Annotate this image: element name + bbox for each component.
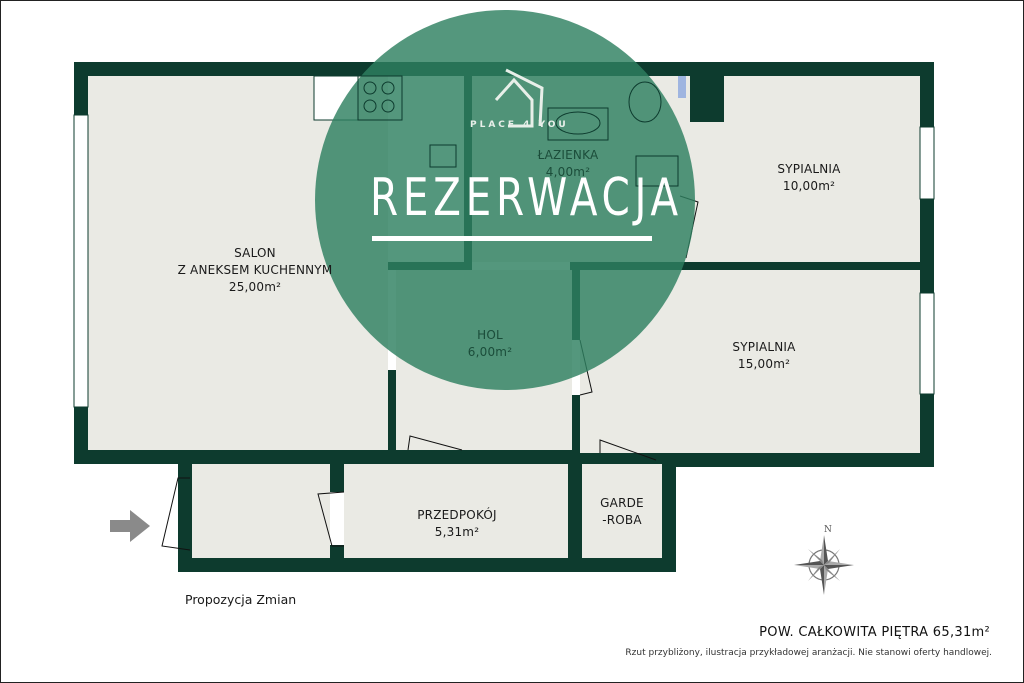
reservation-overlay xyxy=(315,10,695,390)
room-label-lazienka: ŁAZIENKA 4,00m² xyxy=(538,147,599,181)
room-name: SYPIALNIA xyxy=(777,162,841,176)
room-name: GARDE xyxy=(600,496,644,510)
disclaimer: Rzut przybliżony, ilustracja przykładowe… xyxy=(625,648,992,658)
room-area: 15,00m² xyxy=(737,357,791,371)
room-label-przedpokoj: PRZEDPOKÓJ 5,31m² xyxy=(417,507,497,541)
windows xyxy=(73,75,935,408)
room-area: 10,00m² xyxy=(782,179,836,193)
compass-north-label: N xyxy=(823,525,833,535)
room-label-salon: SALON Z ANEKSEM KUCHENNYM 25,00m² xyxy=(178,245,333,296)
room-area: 25,00m² xyxy=(228,280,282,294)
room-name: SYPIALNIA xyxy=(732,340,796,354)
stove-icon xyxy=(357,75,457,168)
total-area: POW. CAŁKOWITA PIĘTRA 65,31m² xyxy=(759,625,990,640)
entrance-arrow-icon xyxy=(110,510,150,542)
bathroom-fixtures xyxy=(547,81,679,187)
room-name-line2: -ROBA xyxy=(602,513,642,527)
room-name: PRZEDPOKÓJ xyxy=(417,508,497,522)
room-name: ŁAZIENKA xyxy=(537,148,599,162)
room-area: 5,31m² xyxy=(434,525,480,539)
room-name: SALON xyxy=(234,246,276,260)
brand-logo-icon xyxy=(494,68,544,128)
reservation-stamp-text: REZERWACJA xyxy=(370,168,683,228)
room-label-hol: HOL 6,00m² xyxy=(468,327,512,361)
room-name-line2: Z ANEKSEM KUCHENNYM xyxy=(177,263,333,277)
room-area: 6,00m² xyxy=(467,345,513,359)
room-label-sypialnia-15: SYPIALNIA 15,00m² xyxy=(732,339,795,373)
plan-caption: Propozycja Zmian xyxy=(185,592,297,607)
room-label-sypialnia-10: SYPIALNIA 10,00m² xyxy=(777,161,840,195)
brand-name: PLACE 4 YOU xyxy=(470,120,569,130)
reservation-underline xyxy=(372,236,652,241)
room-label-garderoba: GARDE -ROBA xyxy=(600,495,644,529)
room-name: HOL xyxy=(477,328,503,342)
room-area: 4,00m² xyxy=(545,165,591,179)
compass-rose-icon xyxy=(794,535,854,595)
